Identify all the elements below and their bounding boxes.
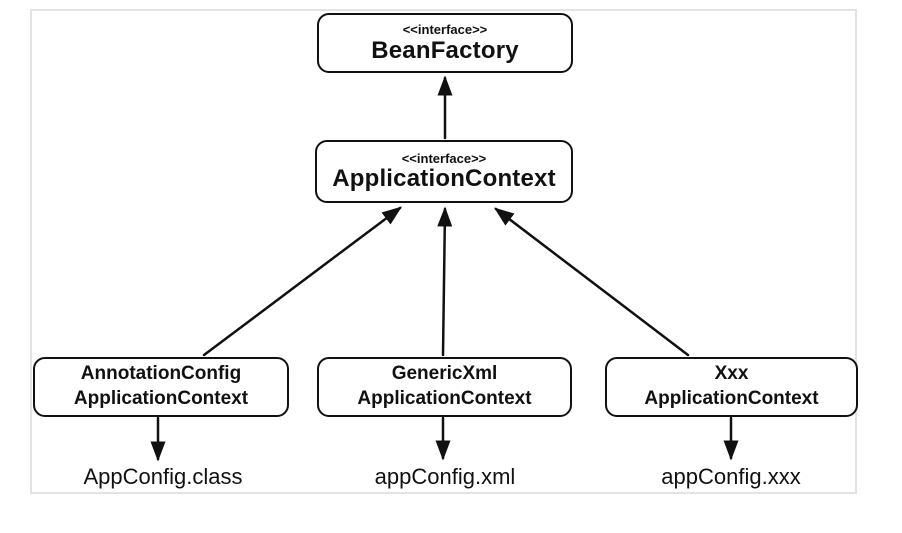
node-xxx-application-context: Xxx ApplicationContext xyxy=(605,357,858,417)
artifact-label-appconfig-xxx: appConfig.xxx xyxy=(661,464,801,489)
node-generic-xml-application-context: GenericXml ApplicationContext xyxy=(317,357,572,417)
application-context-stereotype: <<interface>> xyxy=(401,150,487,166)
node-bean-factory: <<interface>> BeanFactory xyxy=(317,13,573,73)
xxx-name-line2: ApplicationContext xyxy=(644,388,819,409)
annotation-config-name-line1: AnnotationConfig xyxy=(80,363,242,385)
node-application-context: <<interface>> ApplicationContext xyxy=(315,140,573,203)
node-annotation-config-application-context: AnnotationConfig ApplicationContext xyxy=(33,357,289,417)
artifact-label-appconfig-class: AppConfig.class xyxy=(83,464,243,489)
xxx-name-line1: Xxx xyxy=(714,363,749,385)
generic-xml-name-line2: ApplicationContext xyxy=(357,388,532,409)
diagram-frame xyxy=(30,9,857,494)
artifact-label-appconfig-xml: appConfig.xml xyxy=(374,464,516,489)
bean-factory-stereotype: <<interface>> xyxy=(402,22,488,38)
application-context-name: ApplicationContext xyxy=(332,165,556,193)
generic-xml-name-line1: GenericXml xyxy=(391,363,498,385)
annotation-config-name-line2: ApplicationContext xyxy=(73,388,249,409)
bean-factory-name: BeanFactory xyxy=(371,36,519,64)
